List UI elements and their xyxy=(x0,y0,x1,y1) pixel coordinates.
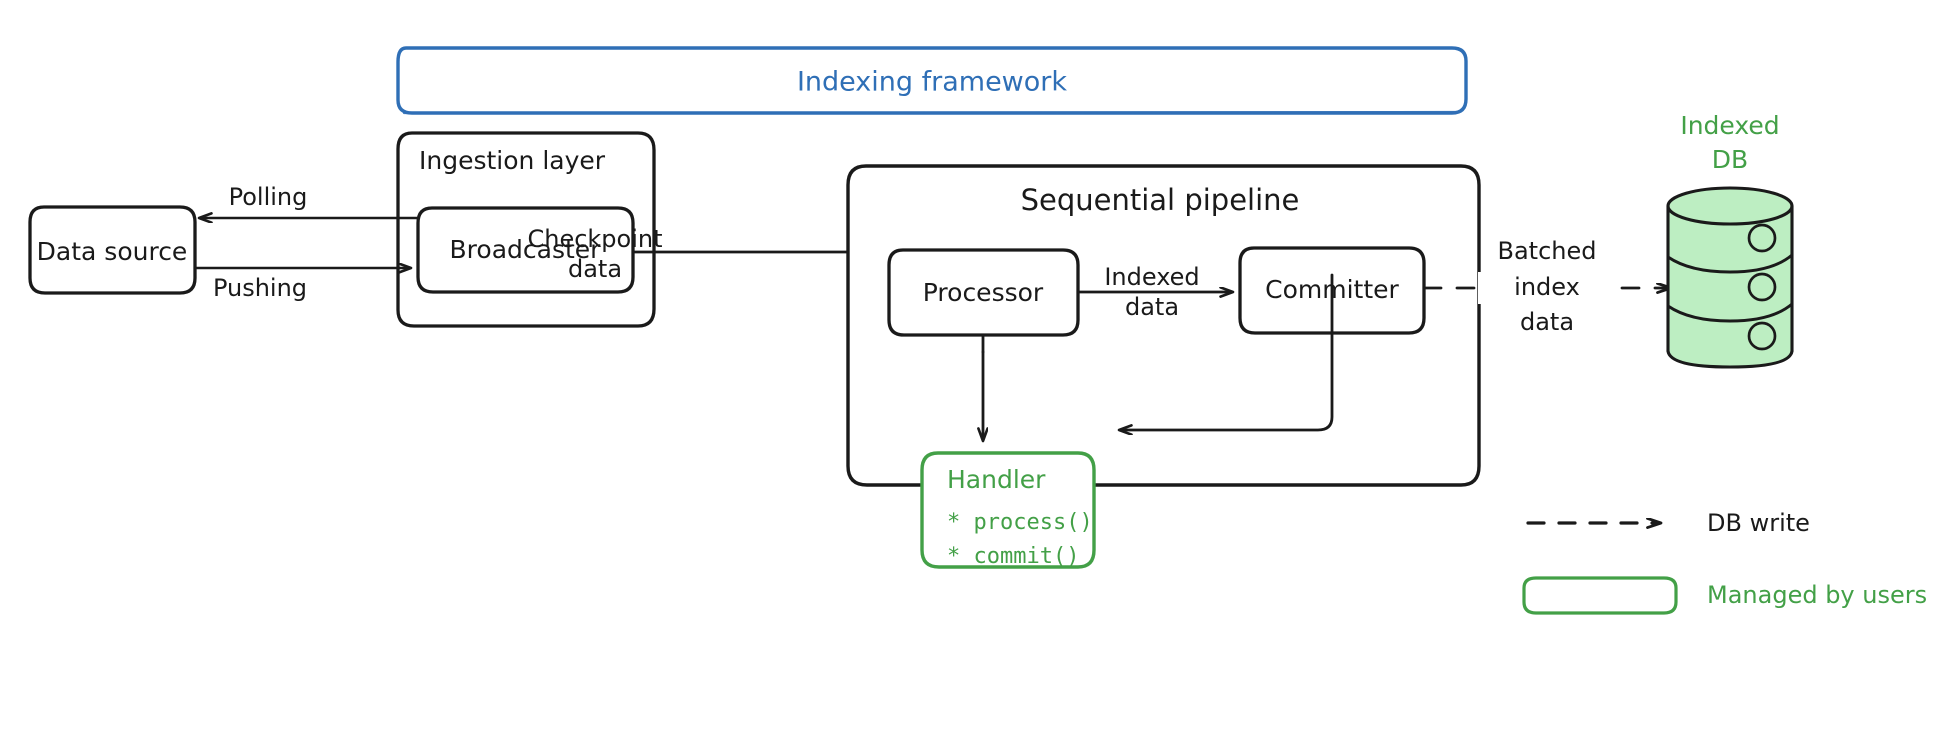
indexed-data-label-line1: Indexed xyxy=(1104,263,1199,291)
indexed-db-label-line2: DB xyxy=(1712,145,1748,174)
node-handler[interactable]: Handler * process() * commit() xyxy=(920,451,1096,569)
edge-batched-index-data: Batched index data xyxy=(1422,237,1670,336)
indexing-framework-label: Indexing framework xyxy=(797,67,1067,98)
processor-label: Processor xyxy=(923,278,1044,307)
edge-checkpoint-data: Checkpoint data xyxy=(527,225,872,283)
pushing-label: Pushing xyxy=(213,274,307,302)
edge-indexed-data: Indexed data xyxy=(1076,263,1232,321)
indexed-db-label-line1: Indexed xyxy=(1680,111,1779,140)
polling-label: Polling xyxy=(229,183,308,211)
handler-label: Handler xyxy=(947,465,1046,494)
node-broadcaster[interactable]: Broadcaster xyxy=(416,206,635,294)
broadcaster-label: Broadcaster xyxy=(450,235,602,264)
edge-committer-to-handler xyxy=(1120,273,1334,430)
data-source-label: Data source xyxy=(37,237,188,266)
node-indexed-db[interactable]: Indexed DB xyxy=(1666,111,1794,369)
node-data-source[interactable]: Data source xyxy=(28,205,197,295)
checkpoint-label-line1: Checkpoint xyxy=(527,225,662,253)
handler-method-commit: * commit() xyxy=(947,544,1079,569)
batched-label-line1: Batched xyxy=(1498,237,1597,265)
ingestion-layer-label: Ingestion layer xyxy=(419,146,606,175)
indexed-data-label-line2: data xyxy=(1125,293,1179,321)
batched-label-line3: data xyxy=(1520,308,1574,336)
handler-method-process: * process() xyxy=(947,510,1093,535)
legend-managed-by-users-label: Managed by users xyxy=(1707,581,1927,609)
legend-item-managed-by-users: Managed by users xyxy=(1522,576,1927,615)
sequential-pipeline-label: Sequential pipeline xyxy=(1021,183,1300,217)
edge-pushing: Pushing xyxy=(193,268,410,302)
indexing-framework-banner: Indexing framework xyxy=(396,46,1468,115)
database-cylinder-icon xyxy=(1666,186,1794,369)
legend-item-db-write: DB write xyxy=(1526,509,1810,537)
node-processor[interactable]: Processor xyxy=(887,248,1080,337)
sequential-pipeline-container: Sequential pipeline xyxy=(846,164,1481,487)
edge-polling: Polling xyxy=(200,183,420,218)
legend-db-write-label: DB write xyxy=(1707,509,1810,537)
batched-label-line2: index xyxy=(1514,273,1580,301)
checkpoint-label-line2: data xyxy=(568,255,622,283)
